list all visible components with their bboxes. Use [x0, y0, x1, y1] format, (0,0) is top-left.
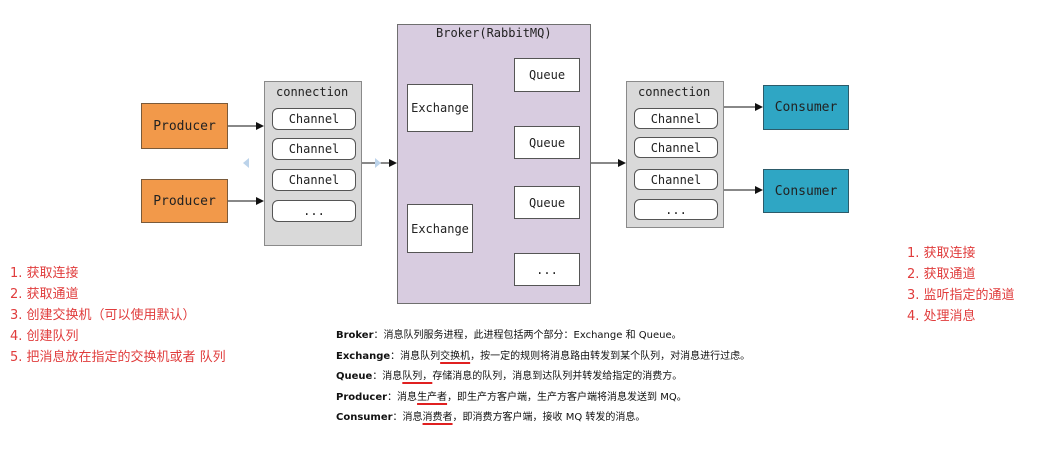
- queue-box-1: Queue: [514, 58, 580, 92]
- description-producer: Producer：消息生产者，即生产方客户端，生产方客户端将消息发送到 MQ。: [336, 388, 750, 409]
- description-text: ：消息: [387, 391, 418, 403]
- consumer-step: 3. 监听指定的通道: [907, 288, 1015, 303]
- description-text: ，按一定的规则将消息路由转发到某个队列，对消息进行过虑。: [470, 350, 751, 362]
- description-highlight: 交换机: [440, 350, 471, 362]
- broker-title: Broker(RabbitMQ): [436, 26, 552, 40]
- consumer-box-2: Consumer: [763, 169, 849, 213]
- queue-box-2: Queue: [514, 126, 580, 159]
- left-channel-1: Channel: [272, 108, 356, 130]
- consumer-step: 1. 获取连接: [907, 246, 976, 261]
- consumer-box-1: Consumer: [763, 85, 849, 130]
- right-channel-3: Channel: [634, 169, 718, 190]
- description-highlight: 队列，: [402, 371, 433, 382]
- description-highlight: 消费者: [422, 412, 453, 423]
- queue-box-more: ...: [514, 253, 580, 286]
- description-text: ：消息队列: [390, 350, 441, 362]
- description-term: Broker: [336, 330, 374, 341]
- producer-box-2: Producer: [141, 179, 228, 223]
- description-broker: Broker：消息队列服务进程，此进程包括两个部分：Exchange 和 Que…: [336, 326, 750, 347]
- description-term: Queue: [336, 371, 373, 382]
- description-text: 存储消息的队列，消息到达队列并转发给指定的消费方。: [432, 371, 683, 382]
- description-text: ，即生产方客户端，生产方客户端将消息发送到 MQ。: [447, 391, 687, 403]
- description-term: Consumer: [336, 412, 393, 423]
- description-highlight: 生产者: [417, 391, 448, 403]
- description-term: Exchange: [336, 350, 391, 362]
- description-exchange: Exchange：消息队列交换机，按一定的规则将消息路由转发到某个队列，对消息进…: [336, 347, 750, 368]
- left-connection-title: connection: [276, 85, 349, 99]
- right-channel-1: Channel: [634, 108, 718, 129]
- exchange-box-1: Exchange: [407, 84, 473, 132]
- exchange-box-2: Exchange: [407, 204, 473, 253]
- right-connection-title: connection: [638, 85, 711, 99]
- producer-steps-list: 1. 获取连接 2. 获取通道 3. 创建交换机（可以使用默认） 4. 创建队列…: [10, 263, 226, 368]
- description-consumer: Consumer：消息消费者，即消费方客户端，接收 MQ 转发的消息。: [336, 408, 750, 429]
- right-channel-more: ...: [634, 199, 718, 220]
- consumer-step: 2. 获取通道: [907, 267, 976, 282]
- queue-box-3: Queue: [514, 186, 580, 219]
- producer-step: 3. 创建交换机（可以使用默认）: [10, 308, 196, 323]
- left-channel-2: Channel: [272, 138, 356, 160]
- producer-step: 1. 获取连接: [10, 266, 79, 281]
- description-queue: Queue：消息队列，存储消息的队列，消息到达队列并转发给指定的消费方。: [336, 367, 750, 388]
- description-text: ：消息: [372, 371, 403, 382]
- right-channel-2: Channel: [634, 137, 718, 158]
- description-text: ：消息队列服务进程，此进程包括两个部分：Exchange 和 Queue。: [373, 330, 682, 341]
- description-text: ：消息: [392, 412, 423, 423]
- description-text: ，即消费方客户端，接收 MQ 转发的消息。: [452, 412, 646, 423]
- consumer-step: 4. 处理消息: [907, 309, 976, 324]
- left-channel-more: ...: [272, 200, 356, 222]
- description-term: Producer: [336, 391, 388, 403]
- left-channel-3: Channel: [272, 169, 356, 191]
- producer-step: 2. 获取通道: [10, 287, 79, 302]
- component-descriptions: Broker：消息队列服务进程，此进程包括两个部分：Exchange 和 Que…: [336, 326, 750, 429]
- producer-box-1: Producer: [141, 103, 228, 149]
- consumer-steps-list: 1. 获取连接 2. 获取通道 3. 监听指定的通道 4. 处理消息: [907, 243, 1015, 327]
- producer-step: 4. 创建队列: [10, 329, 79, 344]
- producer-step: 5. 把消息放在指定的交换机或者 队列: [10, 350, 226, 365]
